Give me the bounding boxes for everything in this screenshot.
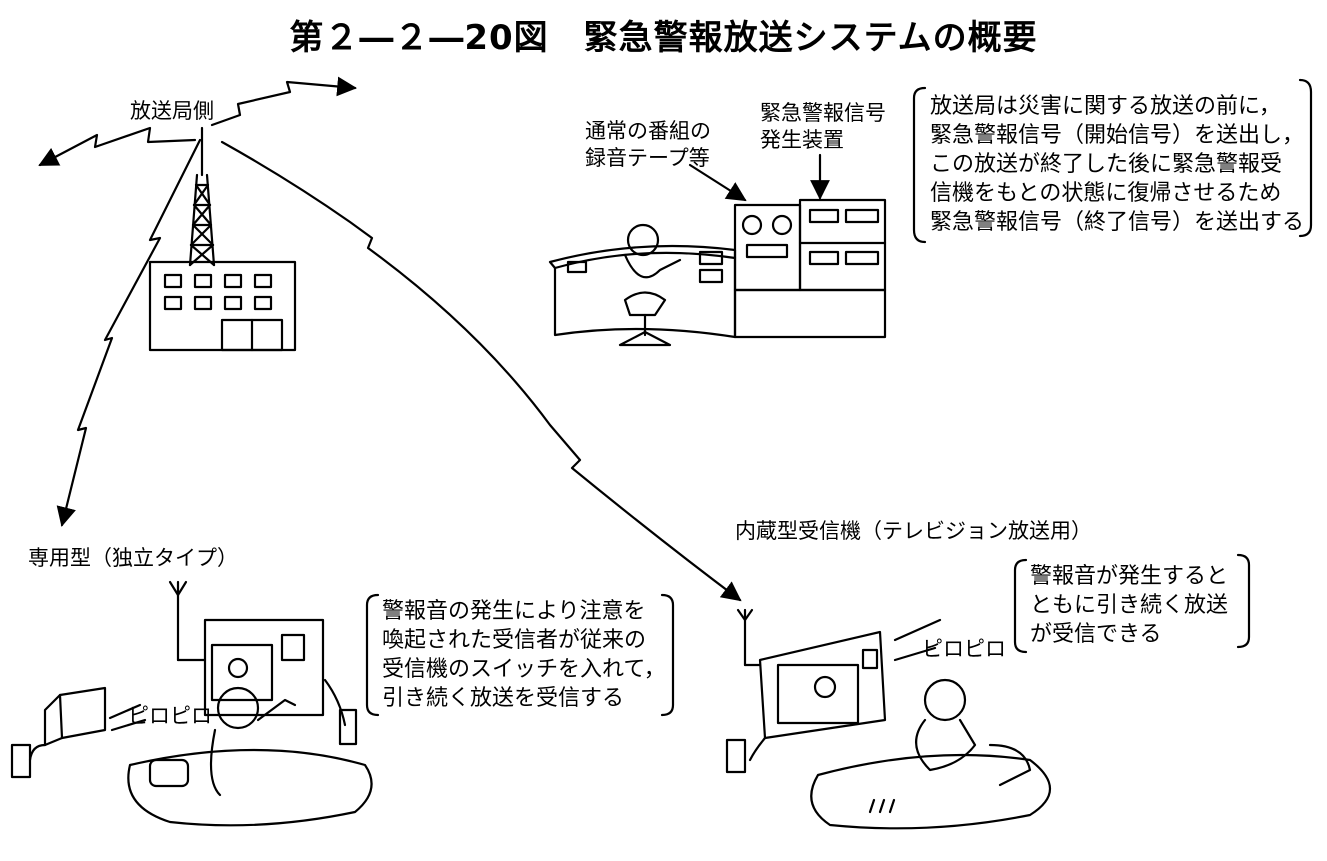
- generator-label-line: 緊急警報信号: [760, 101, 886, 125]
- radio-wave-down-right: [220, 140, 742, 602]
- station-building: [148, 260, 297, 352]
- station-note: 放送局は災害に関する放送の前に， 緊急警報信号（開始信号）を送出し， この放送が…: [930, 92, 1304, 237]
- tape-label-line: 通常の番組の: [585, 119, 711, 143]
- radio-wave-up-right: [210, 76, 357, 127]
- beep-label-left: ピロピロ: [128, 704, 212, 728]
- beep-label-right: ピロピロ: [922, 637, 1006, 661]
- dedicated-note-line: 喚起された受信者が従来の: [382, 628, 647, 653]
- builtin-type-label: 内蔵型受信機（テレビジョン放送用）: [735, 519, 1092, 543]
- builtin-note-line: が受信できる: [1030, 622, 1162, 647]
- station-label: 放送局側: [130, 99, 214, 123]
- tape-recorder: [733, 203, 802, 292]
- dedicated-note-line: 警報音の発生により注意を: [382, 599, 646, 624]
- signal-generator: [798, 198, 887, 292]
- station-note-line: 緊急警報信号（開始信号）を送出し，: [930, 123, 1305, 148]
- note-bracket-builtin-left: [1013, 558, 1028, 654]
- broadcast-tower: [188, 126, 216, 267]
- pointer-tape: [688, 163, 747, 202]
- figure-title: 第２―２―20図 緊急警報放送システムの概要: [289, 18, 1038, 58]
- generator-label: 緊急警報信号 発生装置: [760, 100, 886, 154]
- control-room-console: [548, 244, 887, 339]
- note-bracket-dedicated-right: [660, 593, 675, 717]
- tape-label-line: 録音テープ等: [585, 146, 710, 170]
- radio-wave-down-left: [56, 138, 202, 527]
- generator-label-line: 発生装置: [760, 128, 844, 152]
- station-note-line: 緊急警報信号（終了信号）を送出する: [930, 210, 1305, 235]
- station-note-line: 放送局は災害に関する放送の前に，: [930, 94, 1281, 119]
- dedicated-note: 警報音の発生により注意を 喚起された受信者が従来の 受信機のスイッチを入れて， …: [382, 597, 666, 713]
- note-bracket-station-left: [912, 86, 927, 244]
- note-bracket-builtin-right: [1236, 553, 1251, 649]
- dedicated-note-line: 受信機のスイッチを入れて，: [382, 657, 666, 682]
- operator-figure: [618, 223, 682, 347]
- builtin-receiver-scene: [725, 608, 1052, 830]
- note-bracket-dedicated-left: [365, 593, 380, 717]
- radio-wave-left: [38, 126, 197, 167]
- dedicated-note-line: 引き続く放送を受信する: [382, 686, 625, 711]
- station-note-line: 信機をもとの状態に復帰させるため: [930, 181, 1282, 206]
- dedicated-type-label: 専用型（独立タイプ）: [28, 546, 238, 570]
- builtin-note-line: 警報音が発生すると: [1030, 564, 1229, 589]
- note-bracket-station-right: [1298, 78, 1313, 238]
- dedicated-receiver-scene: [10, 580, 373, 827]
- builtin-note: 警報音が発生すると ともに引き続く放送 が受信できる: [1030, 562, 1228, 649]
- station-note-line: この放送が終了した後に緊急警報受: [930, 152, 1283, 177]
- tape-label: 通常の番組の 録音テープ等: [585, 118, 711, 172]
- builtin-note-line: ともに引き続く放送: [1030, 593, 1229, 618]
